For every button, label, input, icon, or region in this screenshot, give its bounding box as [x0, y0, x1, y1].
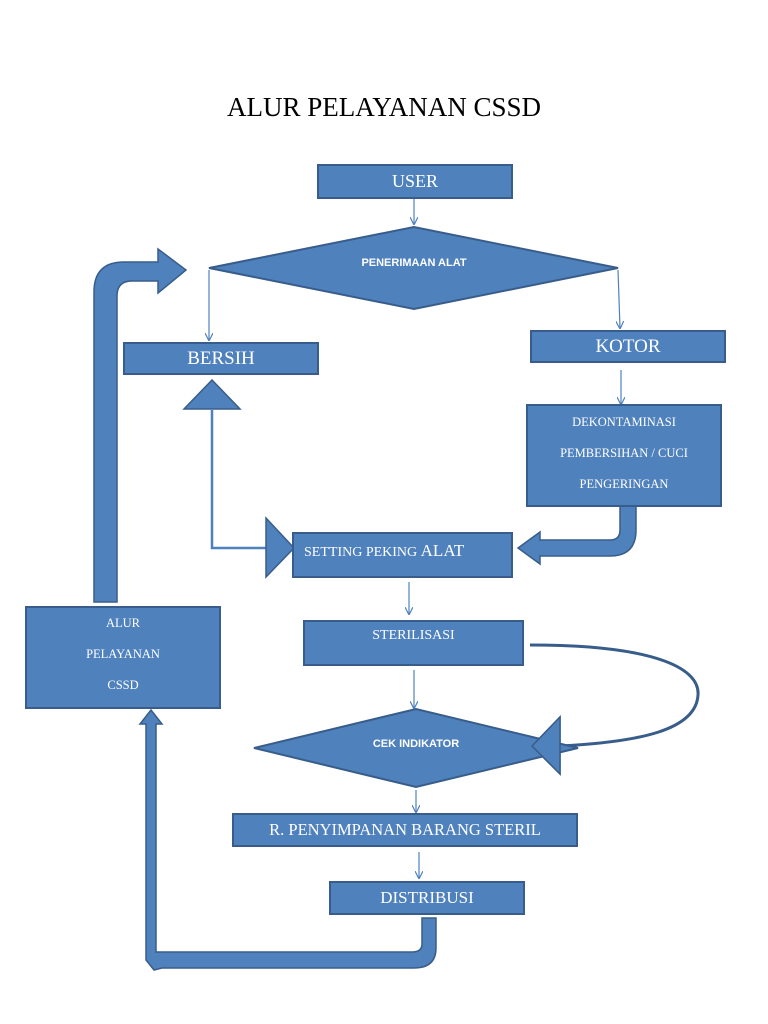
cek-indikator-label: CEK INDIKATOR [372, 738, 460, 750]
bersih-box: BERSIH [123, 342, 319, 375]
kotor-label: KOTOR [595, 336, 661, 357]
user-label: USER [391, 171, 438, 191]
setting-label-a: SETTING PEKING [304, 545, 421, 560]
kotor-box: KOTOR [530, 330, 726, 363]
setting-label-b: ALAT [420, 541, 465, 560]
bersih-label: BERSIH [187, 348, 255, 369]
triangle-up-bersih [182, 378, 242, 410]
arrow-penerimaan-kotor [618, 269, 620, 328]
penerimaan-alat-label: PENERIMAAN ALAT [361, 257, 467, 269]
triangle-right-setting [265, 516, 296, 579]
decision-cek-indikator [253, 707, 579, 789]
page-title: ALUR PELAYANAN CSSD [226, 92, 542, 122]
dekontaminasi-box: DEKONTAMINASI PEMBERSIHAN / CUCI PENGERI… [526, 404, 722, 507]
distribusi-label: DISTRIBUSI [380, 888, 474, 907]
triangle-left-cek-front [530, 715, 561, 776]
dekon-line-2: PEMBERSIHAN / CUCI [560, 446, 688, 460]
decision-penerimaan-alat [208, 225, 619, 311]
return-arrow-distribusi-alur [138, 708, 437, 971]
alur-line-1: ALUR [105, 616, 141, 630]
alur-line-3: CSSD [107, 678, 139, 692]
bent-arrow-alur-penerimaan [93, 247, 188, 603]
penyimpanan-box: R. PENYIMPANAN BARANG STERIL [232, 813, 578, 847]
dekon-line-3: PENGERINGAN [579, 477, 669, 491]
user-box: USER [317, 164, 513, 199]
dekon-line-1: DEKONTAMINASI [572, 415, 676, 429]
penyimpanan-label: R. PENYIMPANAN BARANG STERIL [269, 820, 541, 839]
alur-line-2: PELAYANAN [86, 647, 160, 661]
connector-setting-bersih [210, 410, 275, 550]
alur-pelayanan-box: ALUR PELAYANAN CSSD [25, 606, 221, 709]
bent-arrow-dekon-setting [516, 505, 637, 566]
setting-peking-box: SETTING PEKING ALAT [292, 532, 513, 578]
sterilisasi-label: STERILISASI [372, 628, 455, 643]
sterilisasi-box: STERILISASI [303, 620, 524, 666]
curve-sterilisasi-cek [529, 643, 700, 748]
distribusi-box: DISTRIBUSI [329, 881, 525, 915]
